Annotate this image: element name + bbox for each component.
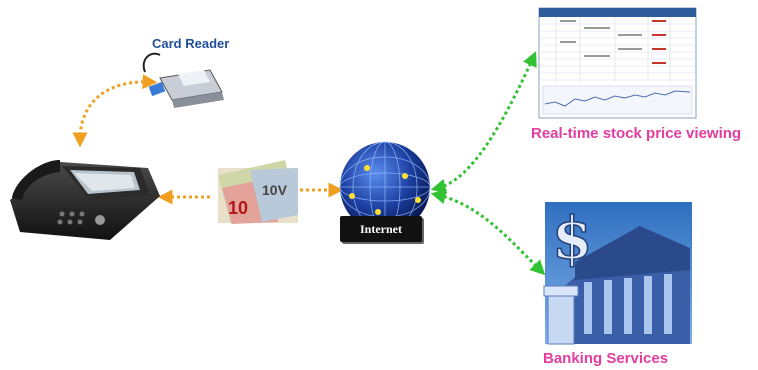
card-reader-label: Card Reader [152,36,230,51]
link-internet-bank [430,189,546,276]
card-reader-icon [142,52,224,108]
bank-icon: $ [543,202,692,345]
link-internet-stock [430,51,537,194]
banking-services-label: Banking Services [543,350,669,367]
internet-label: Internet [340,216,422,242]
currency-notes-icon: 10 10V [218,160,298,224]
stock-table-icon [538,7,697,119]
svg-text:10: 10 [228,198,248,218]
svg-text:10V: 10V [262,182,288,198]
link-cardreader-phone [72,74,158,148]
stock-viewing-label: Real-time stock price viewing [531,125,742,142]
phone-icon [10,160,160,240]
svg-text:$: $ [552,204,592,272]
